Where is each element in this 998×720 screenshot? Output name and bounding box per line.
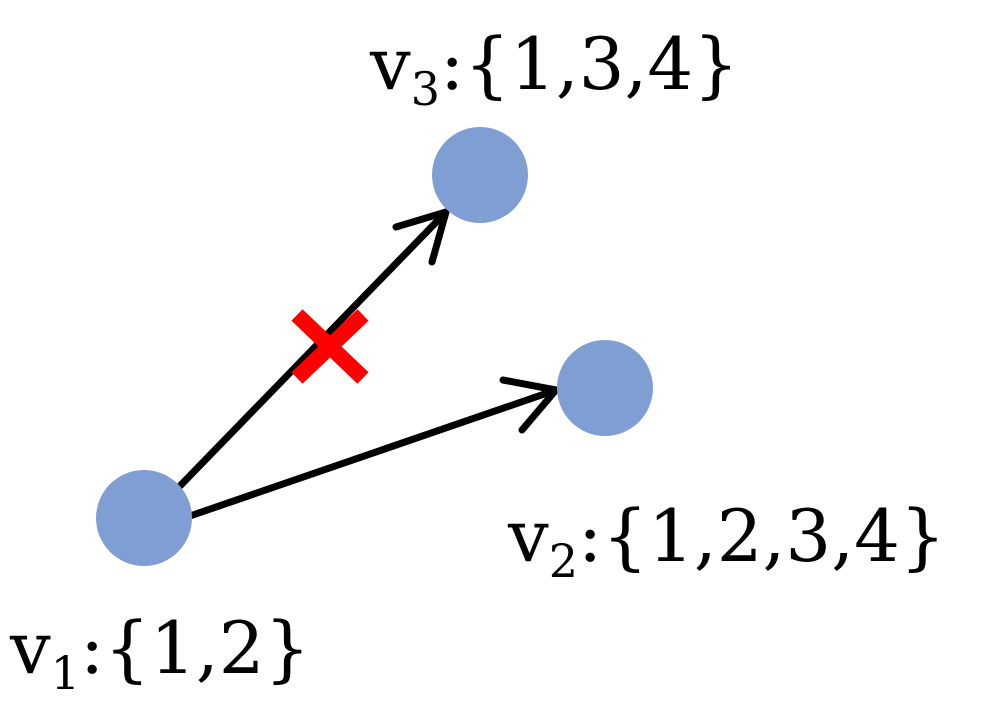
node-v3-label: v3:{1,3,4} xyxy=(370,22,739,112)
node-v1-set: :{1,2} xyxy=(79,606,311,690)
node-v1-symbol: v xyxy=(10,606,51,690)
node-v3 xyxy=(432,127,528,223)
edge-v1-v2 xyxy=(186,376,560,520)
node-v2-set: :{1,2,3,4} xyxy=(577,494,946,578)
edge-v1-v3-line xyxy=(174,208,450,492)
node-v2-symbol: v xyxy=(508,494,549,578)
arrowhead-icon xyxy=(392,208,450,266)
node-v2-label: v2:{1,2,3,4} xyxy=(508,494,946,584)
node-v1-index: 1 xyxy=(50,646,80,701)
node-v1-label: v1:{1,2} xyxy=(10,606,310,696)
node-v3-symbol: v xyxy=(370,22,411,106)
arrowhead-icon xyxy=(499,376,560,434)
node-v3-index: 3 xyxy=(410,62,440,117)
node-v3-set: :{1,3,4} xyxy=(439,22,740,106)
edge-v1-v3 xyxy=(174,208,450,492)
edge-v1-v2-line xyxy=(186,386,560,520)
node-v1 xyxy=(96,470,192,566)
cross-mark-icon xyxy=(291,309,369,384)
node-v2-index: 2 xyxy=(548,534,578,589)
node-v2 xyxy=(557,340,653,436)
